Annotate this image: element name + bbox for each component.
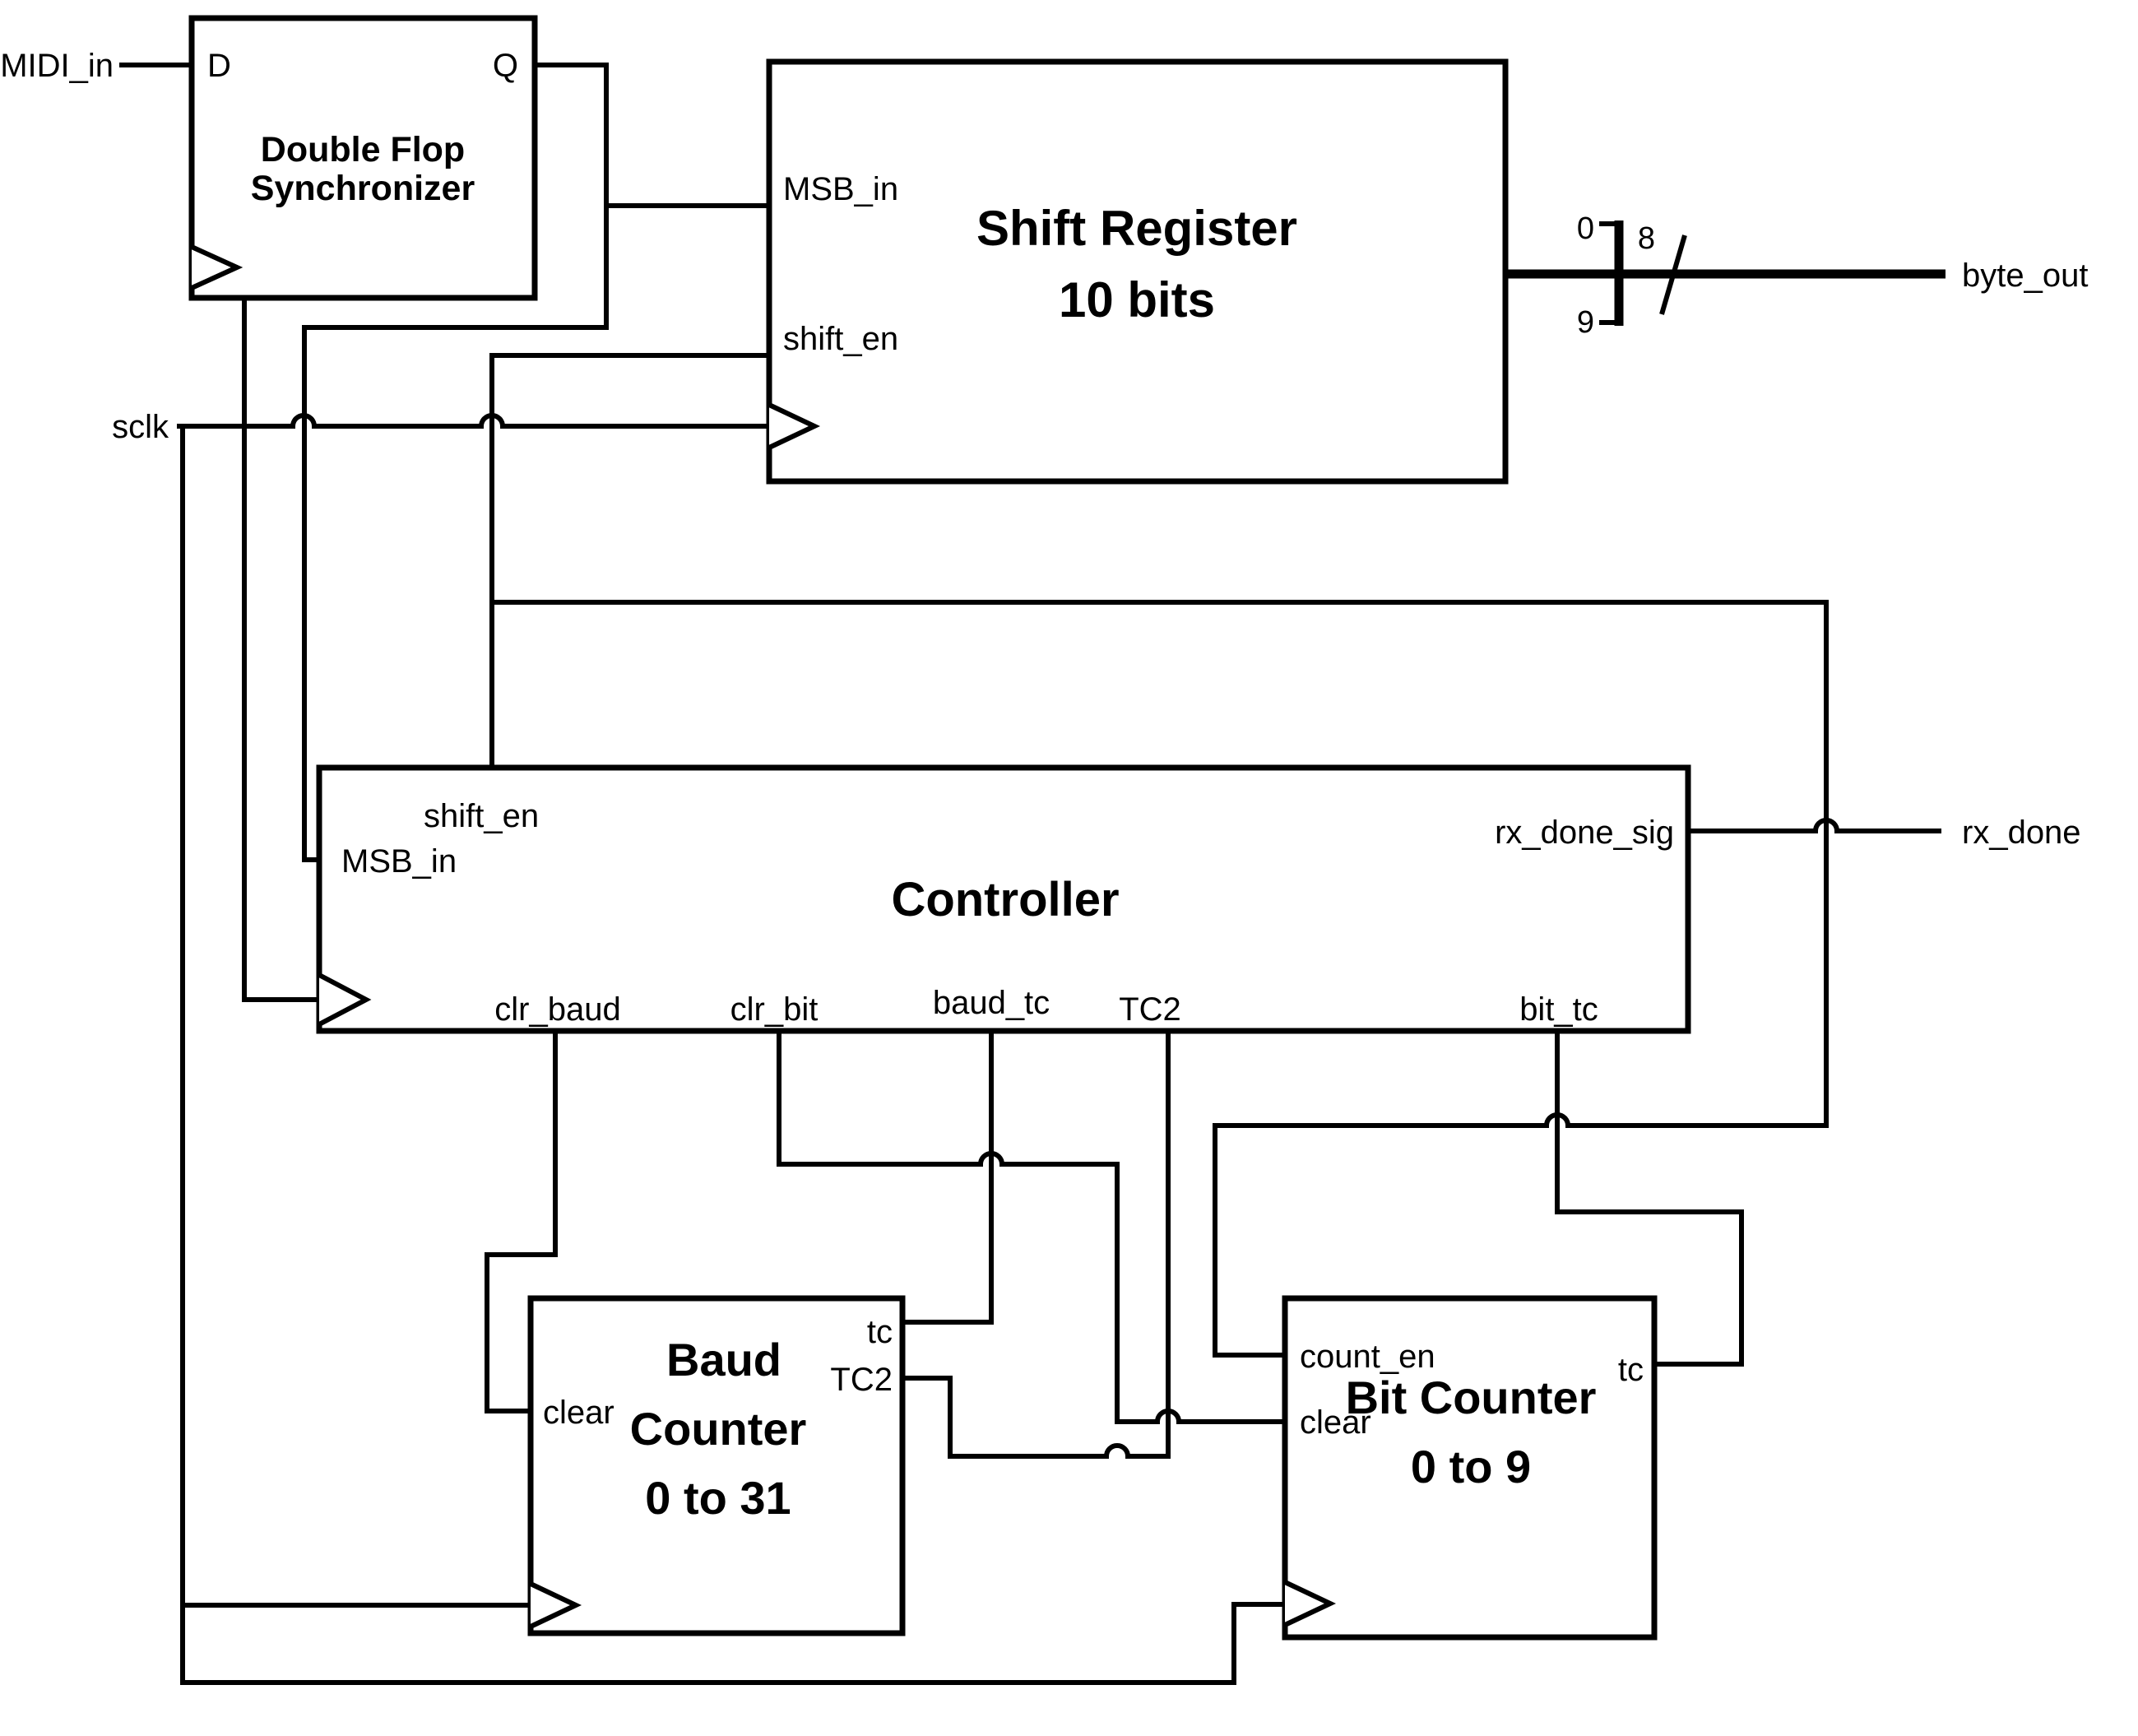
wire-baud-tc — [902, 1030, 994, 1325]
label-ctl-port-clr-bit: clr_bit — [730, 991, 819, 1028]
label-sync-title-1: Double Flop — [261, 130, 465, 169]
label-bus-bit-high: 0 — [1577, 211, 1594, 246]
label-ctl-title: Controller — [891, 873, 1119, 926]
label-baud-title-1: Baud — [666, 1334, 781, 1386]
label-sync-title-2: Synchronizer — [251, 169, 475, 208]
wire-clr-bit — [777, 1030, 1288, 1424]
label-baud-port-clear: clear — [543, 1395, 615, 1431]
label-midi-in: MIDI_in — [0, 48, 114, 84]
wire-tc2 — [902, 1030, 1171, 1459]
block-double-flop-synchronizer — [188, 15, 538, 301]
label-ctl-port-msb-in: MSB_in — [341, 843, 457, 880]
label-bit-title-1: Bit Counter — [1346, 1372, 1597, 1423]
label-ctl-port-bit-tc: bit_tc — [1519, 991, 1598, 1028]
label-byte-out: byte_out — [1962, 258, 2088, 294]
label-ctl-port-shift-en: shift_en — [424, 798, 539, 834]
label-ctl-port-clr-baud: clr_baud — [494, 991, 620, 1028]
block-bit-counter — [1282, 1295, 1658, 1641]
block-controller — [316, 764, 1691, 1034]
label-bus-bit-low: 9 — [1577, 305, 1594, 340]
label-shift-title-2: 10 bits — [1059, 272, 1215, 327]
clock-icon-baud — [529, 1581, 582, 1629]
label-sync-port-d: D — [207, 48, 231, 84]
label-bit-port-clear: clear — [1300, 1404, 1371, 1441]
label-shift-port-msb-in: MSB_in — [783, 171, 898, 207]
wire-clr-baud — [485, 1030, 558, 1413]
label-ctl-port-rx-done-sig: rx_done_sig — [1495, 815, 1674, 851]
block-shift-register — [766, 58, 1509, 485]
label-bit-port-count-en: count_en — [1300, 1339, 1435, 1375]
label-bit-port-tc: tc — [1618, 1352, 1644, 1388]
label-rx-done: rx_done — [1962, 815, 2081, 851]
label-baud-title-3: 0 to 31 — [645, 1472, 791, 1524]
label-baud-port-tc2: TC2 — [830, 1362, 893, 1398]
block-baud-counter — [527, 1295, 906, 1636]
label-shift-port-shift-en: shift_en — [783, 321, 898, 357]
label-bit-title-2: 0 to 9 — [1411, 1441, 1531, 1492]
wire-sclk-horizontal — [177, 413, 772, 429]
wire-q-to-msb-in — [302, 63, 772, 862]
label-ctl-port-tc2: TC2 — [1119, 991, 1181, 1028]
label-bus-width: 8 — [1638, 221, 1655, 256]
label-sclk: sclk — [112, 409, 169, 445]
clock-icon-controller — [318, 972, 372, 1027]
label-baud-port-tc: tc — [867, 1314, 893, 1350]
wire-bit-tc — [1555, 1030, 1744, 1367]
bus-width-slash — [1659, 234, 1687, 315]
wire-rx-done — [1688, 818, 1941, 833]
clock-icon-bit — [1283, 1580, 1337, 1627]
clock-icon-sync — [190, 244, 243, 290]
wire-sclk-trunk-and-rail — [180, 426, 1288, 1685]
label-baud-title-2: Counter — [630, 1403, 807, 1455]
label-shift-title-1: Shift Register — [976, 201, 1297, 256]
label-ctl-port-baud-tc: baud_tc — [933, 985, 1050, 1021]
label-sync-port-q: Q — [493, 48, 518, 84]
clock-icon-shift — [768, 402, 821, 450]
